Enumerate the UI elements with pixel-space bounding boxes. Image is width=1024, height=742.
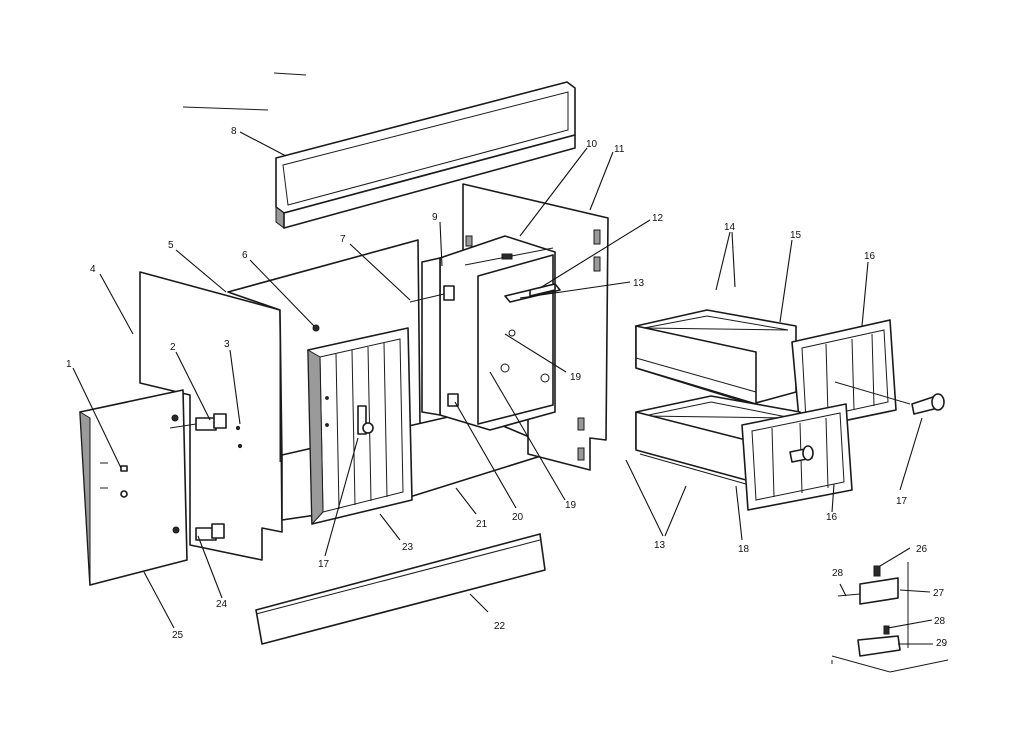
callout-7: 7 [340,234,346,245]
callout-10: 10 [586,139,598,150]
callout-29: 29 [936,638,948,649]
center-frame-part-9-10 [421,235,556,431]
callout-23: 23 [402,542,414,553]
screws-part-3 [235,324,320,449]
leader-lines [72,131,933,645]
callout-4: 4 [90,264,96,275]
callout-3: 3 [224,339,230,350]
callout-19-lower: 19 [565,500,577,511]
drawer-knob-part-17 [834,381,945,415]
callout-2: 2 [170,342,176,353]
toe-kick-part-22 [255,533,546,645]
callout-15: 15 [790,230,802,241]
callout-28-right: 28 [934,616,946,627]
upper-drawer-front-part-16 [791,319,897,431]
callout-8: 8 [231,126,237,137]
callout-16-upper: 16 [864,251,876,262]
callout-24: 24 [216,599,228,610]
callout-27: 27 [933,588,945,599]
stray-mark [182,106,269,111]
callout-14: 14 [724,222,736,233]
clip-part-20 [447,393,459,407]
callout-13-upper: 13 [633,278,645,289]
callout-25: 25 [172,630,184,641]
callout-6: 6 [242,250,248,261]
callout-17-door: 17 [318,559,330,570]
callout-28-left: 28 [832,568,844,579]
callout-12: 12 [652,213,664,224]
callout-16-lower: 16 [826,512,838,523]
callout-22: 22 [494,621,506,632]
stray-mark [273,72,307,76]
callout-17-knob: 17 [896,496,908,507]
top-rail-part-8 [275,81,576,229]
lower-drawer-front-part-16 [741,403,853,511]
leveler-detail-parts-26-29 [831,562,949,673]
callout-13-lower: 13 [654,540,666,551]
callout-1: 1 [66,359,72,370]
upper-drawer-box-part-15 [635,309,797,405]
callout-21: 21 [476,519,488,530]
upper-hinge-part-2 [169,413,227,431]
callout-20: 20 [512,512,524,523]
drawer-slide-part-12 [504,283,561,303]
callout-labels: 1 2 3 4 5 6 7 8 9 10 11 12 13 13 14 15 1… [66,126,948,649]
callout-18: 18 [738,544,750,555]
callout-11: 11 [614,144,625,155]
center-door-part-23 [307,327,413,526]
callout-9: 9 [432,212,438,223]
clip-part-7 [409,285,455,303]
lower-hinge-part-24 [172,523,225,541]
callout-26: 26 [916,544,928,555]
left-door-part-25 [79,389,188,586]
callout-19-upper: 19 [570,372,582,383]
callout-5: 5 [168,240,174,251]
